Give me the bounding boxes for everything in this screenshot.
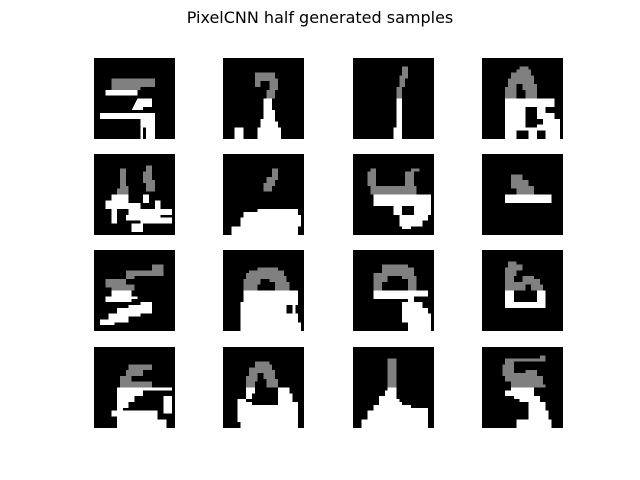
- sample-image: [223, 58, 304, 139]
- sample-image: [94, 347, 175, 428]
- sample-image: [353, 154, 434, 235]
- sample-image: [94, 154, 175, 235]
- sample-image: [94, 58, 175, 139]
- sample-image: [223, 250, 304, 331]
- sample-image: [482, 250, 563, 331]
- sample-image: [223, 154, 304, 235]
- sample-image: [353, 250, 434, 331]
- sample-image: [223, 347, 304, 428]
- sample-image: [353, 58, 434, 139]
- sample-image: [482, 347, 563, 428]
- figure-title: PixelCNN half generated samples: [186, 8, 454, 27]
- sample-image: [94, 250, 175, 331]
- sample-image: [482, 154, 563, 235]
- sample-image: [353, 347, 434, 428]
- sample-image: [482, 58, 563, 139]
